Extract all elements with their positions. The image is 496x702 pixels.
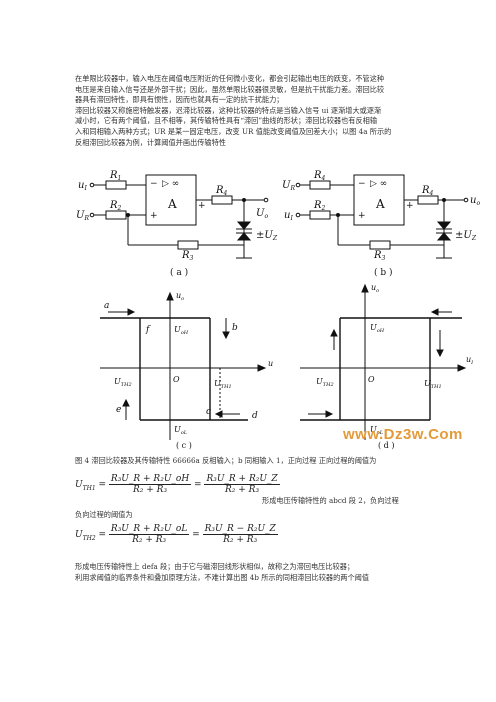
- caption-a: ( a ): [170, 267, 188, 278]
- negative-process: 负向过程的阈值为: [75, 510, 431, 521]
- watermark: www.Dz3w.Com: [343, 426, 463, 443]
- graph-d-origin: O: [368, 375, 375, 384]
- graph-c-uol: UoL: [174, 425, 188, 436]
- graph-d-yaxis: uo: [371, 283, 379, 294]
- graph-c-th2: UTH2: [114, 377, 132, 388]
- label-r1: R1: [109, 170, 121, 182]
- opamp-b-plus: +: [358, 211, 366, 221]
- intro-line: 反相滞回比较器为例，计算阈值并画出传输特性: [75, 137, 226, 147]
- opamp-a-out-plus: +: [198, 201, 206, 211]
- graph-d-th1: UTH1: [424, 379, 442, 390]
- graph-c-d: d: [252, 411, 258, 421]
- graph-d-uol: UoL: [370, 425, 384, 436]
- label-r2: R2: [109, 200, 122, 212]
- label-ur-b: UR: [282, 180, 295, 192]
- opamp-b-label: A: [375, 197, 385, 211]
- formula1-tail-text: 形成电压传输特性的 abcd 段 2，负向过程: [262, 496, 399, 505]
- figure-caption: 图 4 滞回比较器及其传输特性 66666a 反相输入；b 同相输入 1，正向过…: [75, 456, 435, 467]
- opamp-b-inf: ▷ ∞: [370, 179, 387, 189]
- label-r2-b: R2: [313, 200, 326, 212]
- circuit-b: [298, 174, 466, 259]
- intro-paragraph: 在单限比较器中，输入电压在阈值电压附近的任何微小变化，都会引起输出电压的跃变，不…: [75, 74, 431, 148]
- opamp-a-minus: −: [150, 179, 158, 189]
- caption-d: ( d ): [378, 441, 394, 450]
- graph-c-th1: UTH1: [214, 379, 232, 390]
- label-ui-b: uI: [284, 210, 293, 222]
- outro-line: 利用求阈值的临界条件和叠加原理方法，不难计算出图 4b 所示的同相滞回比较器的两…: [75, 572, 370, 582]
- graph-c-f: f: [145, 325, 151, 335]
- graph-c-e: e: [116, 405, 121, 415]
- label-uz: ±UZ: [256, 230, 278, 242]
- hysteresis-comparator-figure: uI UR R1 R2 R4 R3 Uo ±UZ − + ▷ ∞ A + ( a…: [76, 170, 480, 450]
- outro-line: 形成电压传输特性上 defa 段；由于它与磁滞回线形状相似，故称之为滞回电压比较…: [75, 562, 355, 571]
- graph-c: [100, 291, 267, 440]
- label-uo-b: uo: [470, 195, 480, 207]
- label-r3-b: R3: [373, 250, 386, 262]
- caption-b: ( b ): [374, 267, 393, 278]
- circuit-a: [92, 174, 266, 259]
- label-uz-b: ±UZ: [455, 230, 477, 242]
- label-r4: R4: [215, 185, 228, 197]
- opamp-a-label: A: [167, 197, 177, 211]
- opamp-b-out-plus: +: [406, 201, 414, 211]
- formula-th2-lhs: UTH2: [75, 530, 96, 542]
- intro-line: 减小时，它有两个阈值，且不相等，其传输特性具有“滞回”曲线的形状；滞回比较器也有…: [75, 116, 378, 126]
- outro-paragraph: 形成电压传输特性上 defa 段；由于它与磁滞回线形状相似，故称之为滞回电压比较…: [75, 562, 431, 583]
- graph-d: [300, 283, 467, 440]
- graph-c-c: c: [206, 407, 211, 417]
- caption-c: ( c ): [176, 441, 192, 450]
- label-r3-top-b: R4: [313, 170, 326, 182]
- graph-d-uoh: UoH: [370, 323, 385, 334]
- label-uo: Uo: [256, 208, 268, 220]
- graph-c-a: a: [104, 301, 109, 311]
- opamp-b-minus: −: [358, 179, 366, 189]
- label-r4-b: R4: [421, 185, 434, 197]
- figure-caption-text: 图 4 滞回比较器及其传输特性 66666a 反相输入；b 同相输入 1，正向过…: [75, 456, 377, 465]
- label-ui: uI: [78, 180, 87, 192]
- formula1-tail: 形成电压传输特性的 abcd 段 2，负向过程: [262, 496, 442, 507]
- intro-line: 滞回比较器又称施密特触发器，迟滞比较器，这种比较器的特点是当输入信号 ui 逐渐…: [75, 105, 382, 115]
- opamp-a-inf: ▷ ∞: [162, 179, 179, 189]
- graph-c-origin: O: [173, 375, 180, 384]
- intro-line: 入和同相输入两种方式；UR 是某一固定电压，改变 UR 值能改变阈值及回差大小；…: [75, 126, 392, 136]
- graph-d-th2: UTH2: [316, 377, 334, 388]
- graph-c-uoh: UoH: [174, 325, 189, 336]
- label-ur: UR: [76, 210, 89, 222]
- label-r3: R3: [181, 250, 194, 262]
- negative-process-text: 负向过程的阈值为: [75, 510, 133, 519]
- opamp-a-plus: +: [150, 211, 158, 221]
- graph-c-b: b: [232, 323, 238, 333]
- graph-d-xaxis: uI: [466, 355, 474, 366]
- graph-c-xaxis: u: [268, 359, 273, 368]
- intro-line: 器具有滞回特性，即具有惯性，因而也就具有一定的抗干扰能力；: [75, 95, 284, 105]
- graph-c-yaxis: uo: [176, 291, 184, 302]
- intro-line: 电压是来自输入信号还是外部干扰；因此，虽然单限比较器很灵敏，但是抗干扰能力差。滞…: [75, 84, 385, 94]
- intro-line: 在单限比较器中，输入电压在阈值电压附近的任何微小变化，都会引起输出电压的跃变，不…: [75, 74, 385, 83]
- formula-th1-lhs: UTH1: [75, 480, 96, 492]
